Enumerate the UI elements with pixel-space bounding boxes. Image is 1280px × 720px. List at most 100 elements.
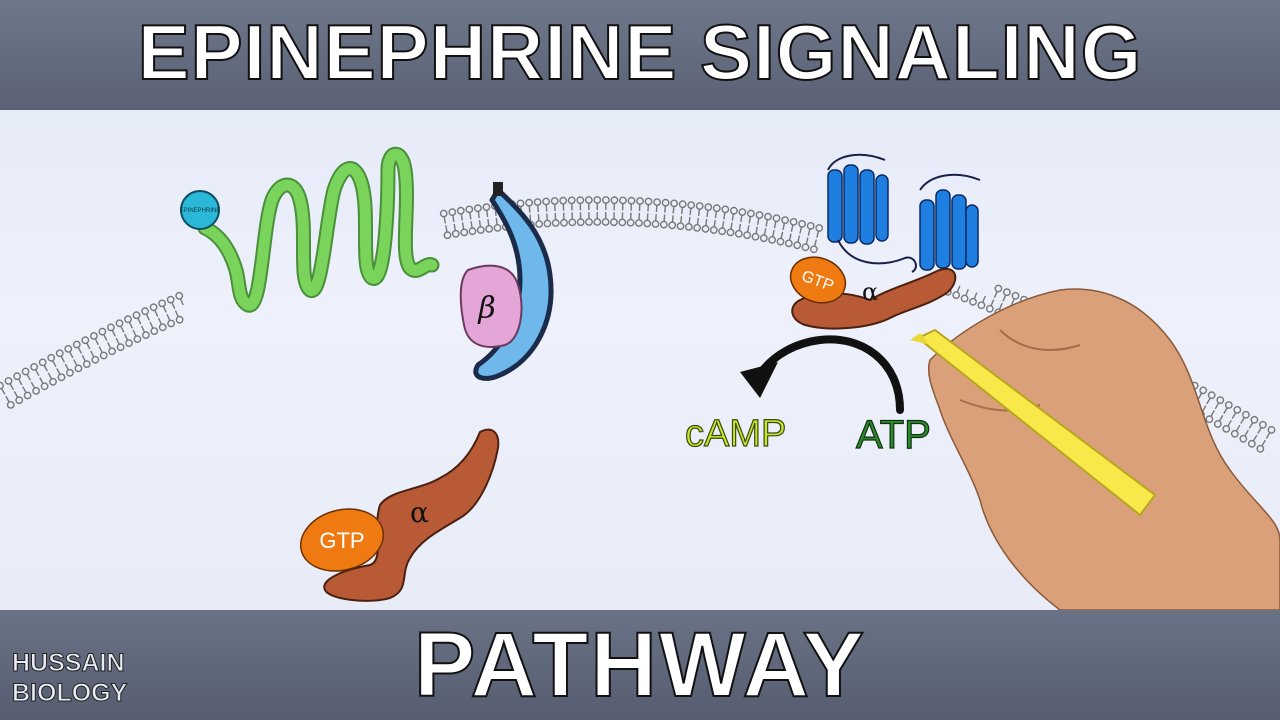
lipid-tail bbox=[529, 214, 532, 222]
lipid-tail bbox=[1223, 407, 1228, 414]
lipid-tail bbox=[1261, 439, 1266, 447]
lipid-head bbox=[57, 373, 66, 382]
lipid-head bbox=[668, 221, 677, 230]
lipid-tail bbox=[738, 223, 742, 231]
lipid-tail bbox=[47, 372, 53, 380]
lipid-tail bbox=[807, 228, 811, 236]
lipid-tail bbox=[174, 310, 179, 318]
lipid-tail bbox=[1265, 432, 1271, 439]
camp-label: cAMP bbox=[685, 413, 786, 455]
lipid-head bbox=[661, 198, 670, 207]
lipid-tail bbox=[664, 205, 667, 213]
gtp-label-bottom: GTP bbox=[319, 528, 364, 553]
lipid-tail bbox=[655, 213, 657, 222]
lipid-tail bbox=[797, 235, 801, 243]
lipid-tail bbox=[17, 378, 23, 386]
lipid-tail bbox=[445, 225, 448, 233]
lipid-tail bbox=[22, 386, 27, 394]
lipid-tail bbox=[469, 212, 472, 220]
lipid-tail bbox=[713, 219, 716, 228]
lipid-head bbox=[158, 323, 167, 332]
lipid-head bbox=[718, 227, 726, 236]
lipid-tail bbox=[1235, 424, 1241, 432]
lipid-head bbox=[704, 203, 713, 212]
lipid-head bbox=[4, 376, 13, 385]
lipid-tail bbox=[1240, 417, 1246, 424]
lipid-tail bbox=[51, 360, 57, 368]
lipid-head bbox=[535, 220, 543, 228]
lipid-tail bbox=[1227, 419, 1232, 427]
lipid-head bbox=[815, 224, 824, 232]
lipid-tail bbox=[179, 298, 184, 306]
lipid-head bbox=[49, 377, 57, 386]
adenylyl-cyclase bbox=[827, 153, 981, 273]
lipid-tail bbox=[56, 368, 61, 375]
lipid-tail bbox=[495, 217, 498, 225]
lipid-head bbox=[743, 231, 751, 240]
alpha-subunit-free: α bbox=[323, 428, 500, 602]
lipid-head bbox=[1224, 401, 1233, 409]
lipid-tail bbox=[103, 333, 108, 341]
lipid-tail bbox=[663, 214, 666, 222]
lipid-head bbox=[166, 295, 175, 304]
lipid-head bbox=[38, 358, 47, 367]
lipid-tail bbox=[714, 211, 718, 219]
lipid-head bbox=[150, 327, 159, 335]
lipid-tail bbox=[477, 211, 480, 219]
lipid-tail bbox=[107, 342, 112, 349]
lipid-head bbox=[99, 351, 108, 360]
lipid-head bbox=[568, 218, 577, 227]
lipid-tail bbox=[537, 213, 540, 222]
lipid-tail bbox=[60, 355, 66, 363]
lipid-tail bbox=[680, 216, 683, 224]
lipid-head bbox=[443, 231, 452, 240]
lipid-tail bbox=[132, 329, 137, 337]
lipid-tail bbox=[128, 321, 133, 329]
lipid-head bbox=[468, 227, 477, 236]
lipid-head bbox=[635, 219, 643, 227]
lipid-head bbox=[1011, 291, 1020, 300]
lipid-tail bbox=[487, 218, 490, 226]
gamma-subunit bbox=[473, 182, 554, 381]
lipid-head bbox=[175, 315, 184, 324]
lipid-head bbox=[167, 319, 176, 328]
lipid-head bbox=[659, 220, 668, 229]
lipid-tail bbox=[655, 204, 658, 213]
bottom-bar bbox=[0, 610, 1280, 720]
lipid-tail bbox=[30, 381, 36, 389]
title-bar bbox=[0, 0, 1280, 110]
page-title: EPINEPHRINE SIGNALING bbox=[137, 7, 1143, 97]
lipid-head bbox=[806, 221, 815, 230]
gtp-top: GTP bbox=[789, 256, 847, 304]
lipid-tail bbox=[816, 230, 820, 238]
lipid-head bbox=[618, 218, 627, 227]
lipid-head bbox=[793, 241, 802, 250]
lipid-head bbox=[543, 219, 552, 228]
lipid-head bbox=[559, 196, 568, 205]
lipid-tail bbox=[731, 213, 735, 221]
lipid-head bbox=[1216, 396, 1225, 404]
lipid-tail bbox=[688, 216, 691, 225]
lipid-tail bbox=[443, 216, 447, 224]
lipid-head bbox=[1205, 415, 1214, 424]
lipid-head bbox=[684, 222, 693, 231]
lipid-head bbox=[1267, 425, 1276, 434]
lipid-head bbox=[158, 299, 167, 308]
lipid-head bbox=[676, 222, 685, 231]
lipid-head bbox=[985, 304, 994, 313]
lipid-head bbox=[64, 344, 73, 353]
lipid-head bbox=[730, 206, 738, 215]
brand-line-2: BIOLOGY bbox=[11, 679, 128, 708]
lipid-head bbox=[626, 218, 635, 227]
alpha-label-top: α bbox=[862, 278, 878, 306]
lipid-head bbox=[40, 382, 49, 391]
lipid-tail bbox=[773, 221, 777, 229]
lipid-tail bbox=[90, 350, 95, 358]
lipid-head bbox=[726, 228, 735, 237]
lipid-tail bbox=[115, 337, 120, 345]
lipid-head bbox=[107, 323, 115, 332]
lipid-head bbox=[23, 391, 32, 400]
lipid-tail bbox=[1197, 392, 1203, 400]
lipid-head bbox=[678, 200, 687, 209]
lipid-tail bbox=[528, 205, 531, 213]
